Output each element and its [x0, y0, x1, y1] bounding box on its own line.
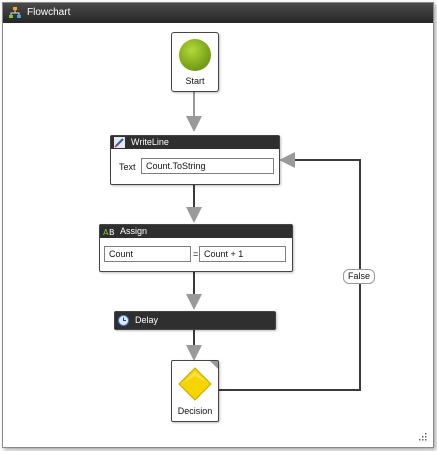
text-expression-field[interactable]: Count.ToString: [141, 158, 274, 174]
window-title: Flowchart: [27, 7, 71, 18]
start-circle-icon: [179, 39, 211, 71]
assign-value-field[interactable]: Count + 1: [199, 246, 286, 262]
flowchart-window: Flowchart Start: [2, 2, 434, 448]
writeline-icon: [114, 137, 125, 148]
assign-to-field[interactable]: Count: [104, 246, 191, 262]
decision-diamond-icon: [178, 367, 212, 401]
clock-icon: [118, 315, 129, 326]
decision-node[interactable]: Decision: [171, 360, 219, 422]
assign-operator: =: [193, 249, 199, 259]
designer-canvas[interactable]: Start WriteLine Text Count.ToString: [7, 23, 429, 443]
text-label: Text: [119, 162, 136, 172]
svg-text:B: B: [109, 228, 114, 237]
corner-triangle-icon: [210, 361, 218, 369]
delay-header: Delay: [115, 312, 275, 329]
delay-title: Delay: [135, 315, 159, 325]
assign-activity[interactable]: A B Assign Count = Count + 1: [99, 224, 293, 272]
title-bar: Flowchart: [3, 3, 433, 23]
writeline-title: WriteLine: [131, 137, 169, 147]
svg-text:A: A: [103, 228, 109, 237]
assign-header: A B Assign: [100, 225, 292, 238]
assign-icon: A B: [103, 226, 115, 237]
flowchart-icon: [9, 7, 21, 19]
resize-grip-icon[interactable]: [418, 432, 427, 441]
decision-label: Decision: [177, 406, 213, 416]
writeline-header: WriteLine: [111, 136, 279, 149]
start-node[interactable]: Start: [171, 32, 219, 92]
assign-title: Assign: [120, 226, 148, 236]
delay-activity[interactable]: Delay: [114, 311, 276, 330]
connector-decision-false[interactable]: [218, 159, 361, 391]
writeline-activity[interactable]: WriteLine Text Count.ToString: [110, 135, 280, 185]
start-label: Start: [185, 76, 205, 86]
false-branch-label: False: [343, 269, 375, 284]
